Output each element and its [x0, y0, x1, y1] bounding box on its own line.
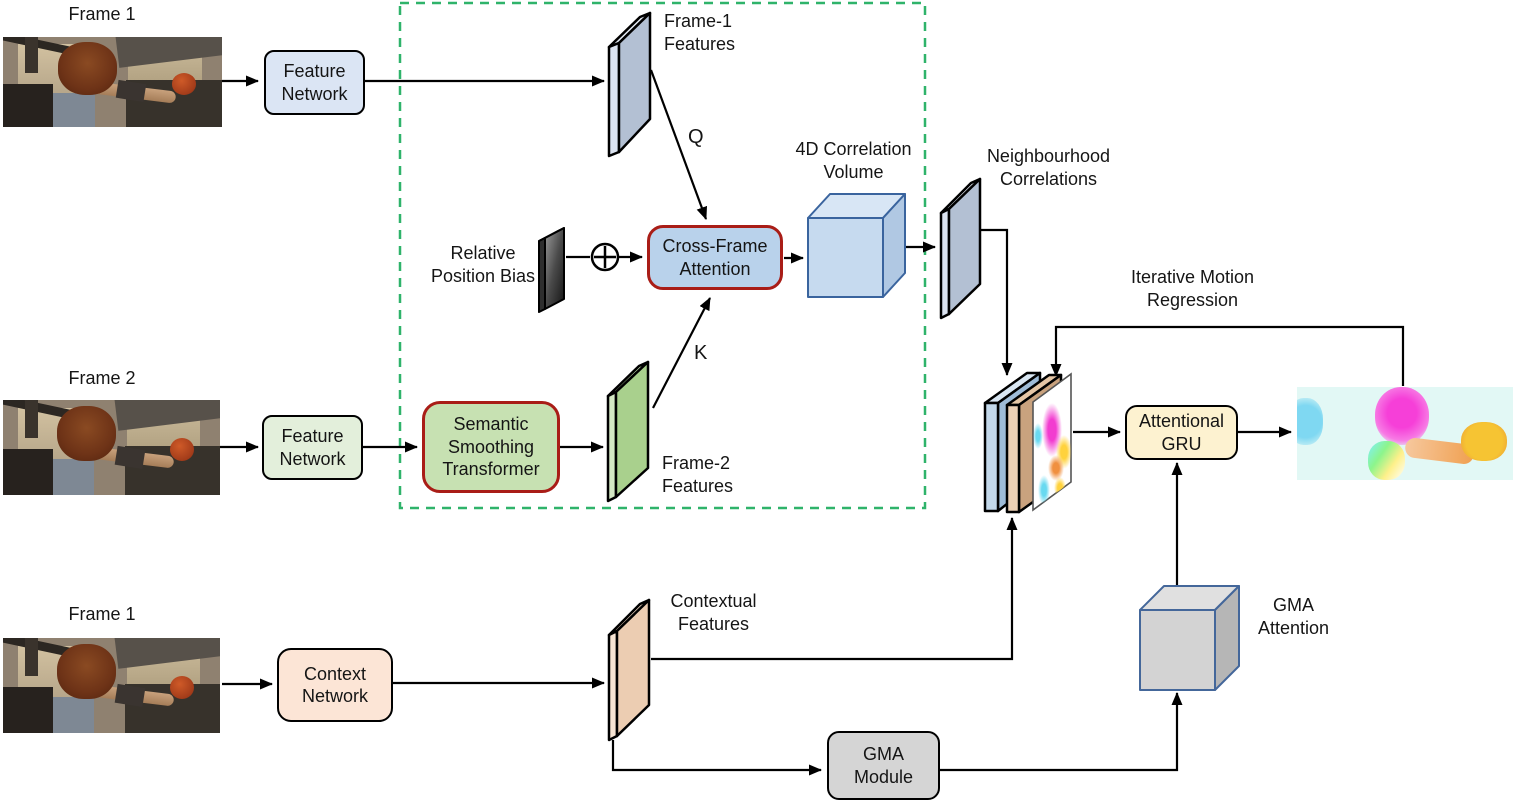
query-label: Q	[688, 126, 704, 148]
arrow-context-to-gmamodule	[611, 740, 822, 776]
frame-1-image-bottom	[3, 638, 220, 733]
frame-1-image-top	[3, 37, 222, 127]
optical-flow-output-image	[1297, 387, 1513, 480]
context-network-box: Context Network	[277, 648, 393, 722]
contextual-features-plate	[607, 598, 651, 742]
neighbourhood-correlations-label: Neighbourhood Correlations	[986, 146, 1111, 190]
attentional-gru-box: Attentional GRU	[1125, 405, 1238, 460]
frame2-features-plate	[606, 360, 650, 503]
neighbourhood-correlations-plate	[939, 177, 982, 320]
frame2-features-label: Frame-2 Features	[662, 453, 734, 497]
arrow-neighbourhood-to-stack	[981, 228, 1013, 376]
key-label: K	[694, 342, 708, 364]
frame1-features-plate	[607, 11, 652, 158]
contextual-features-label: Contextual Features	[670, 591, 757, 635]
cross-attention-dashed-region	[398, 1, 927, 510]
semantic-smoothing-transformer-box: Semantic Smoothing Transformer	[422, 401, 560, 493]
frame1-features-label: Frame-1 Features	[664, 11, 736, 55]
gma-attention-label: GMA Attention	[1257, 595, 1330, 639]
arrow-q	[649, 69, 708, 220]
arrow-context-to-stack	[651, 517, 1018, 661]
gma-attention-cube	[1139, 585, 1240, 691]
frame-2-image	[3, 400, 220, 495]
iterative-motion-regression-label: Iterative Motion Regression	[1130, 267, 1255, 311]
correlation-volume-cube	[807, 193, 906, 298]
feature-network-box-top: Feature Network	[264, 50, 365, 115]
stack-flow-sheet	[1032, 372, 1072, 512]
feature-network-box-bottom: Feature Network	[262, 415, 363, 480]
gma-module-box: GMA Module	[827, 731, 940, 800]
connector-arrows	[220, 69, 1405, 776]
cross-frame-attention-box: Cross-Frame Attention	[647, 225, 783, 290]
position-bias-plate	[538, 227, 565, 313]
feature-stack	[983, 371, 1072, 514]
arrow-iterative-regression-loop	[1050, 325, 1405, 386]
frame-1-top-label: Frame 1	[68, 4, 136, 24]
arrow-gmamodule-to-gmacube	[940, 692, 1183, 772]
add-operator-icon	[590, 242, 620, 272]
frame-1-bottom-label: Frame 1	[68, 604, 136, 624]
correlation-volume-label: 4D Correlation Volume	[795, 139, 912, 183]
arrow-k	[652, 297, 711, 409]
relative-position-bias-label: Relative Position Bias	[430, 243, 536, 287]
frame-2-label: Frame 2	[68, 368, 136, 388]
